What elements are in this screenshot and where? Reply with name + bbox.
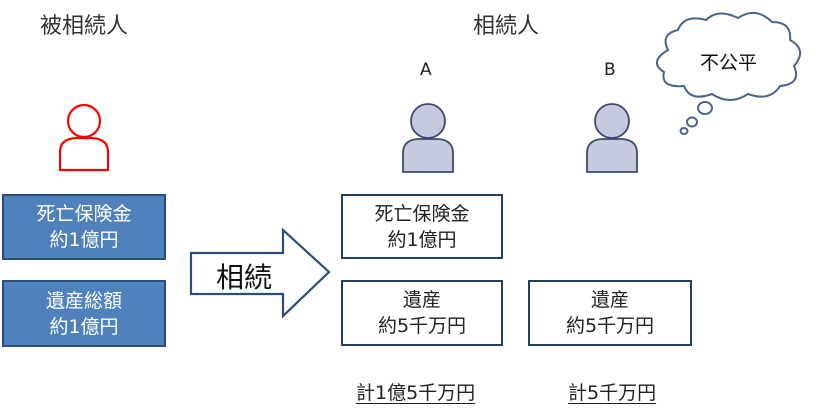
heir-a-total: 計1億5千万円 (356, 382, 476, 404)
box-line1: 遺産 (402, 289, 441, 311)
decedent-estate-box: 遺産総額 約1億円 (2, 280, 166, 347)
heir-a-person-icon (402, 103, 454, 173)
heir-a-estate-box: 遺産 約5千万円 (341, 280, 503, 346)
heir-b-label: B (604, 60, 616, 80)
box-line2: 約5千万円 (377, 315, 467, 337)
box-line1: 遺産総額 (45, 289, 122, 312)
box-line1: 死亡保険金 (374, 202, 470, 225)
box-line2: 約1億円 (49, 229, 119, 251)
heir-a-insurance-box: 死亡保険金 約1億円 (341, 194, 503, 259)
box-line2: 約1億円 (387, 228, 457, 251)
box-line2: 約1億円 (49, 315, 119, 338)
heir-b-estate-box: 遺産 約5千万円 (528, 280, 692, 346)
thought-bubble-text: 不公平 (700, 52, 758, 74)
box-line1: 死亡保険金 (36, 203, 132, 225)
box-line2: 約5千万円 (565, 315, 655, 337)
decedent-insurance-box: 死亡保険金 約1億円 (2, 194, 166, 260)
arrow-label: 相続 (216, 261, 273, 294)
box-line1: 遺産 (590, 289, 629, 311)
heir-a-label: A (420, 60, 432, 80)
heir-b-person-icon (586, 103, 638, 173)
heirs-heading: 相続人 (473, 14, 540, 39)
decedent-person-icon (58, 103, 110, 172)
thought-bubble-cloud-icon (656, 11, 801, 135)
decedent-heading: 被相続人 (40, 14, 129, 39)
heir-b-total: 計5千万円 (568, 382, 657, 404)
inheritance-arrow-icon (189, 227, 331, 319)
